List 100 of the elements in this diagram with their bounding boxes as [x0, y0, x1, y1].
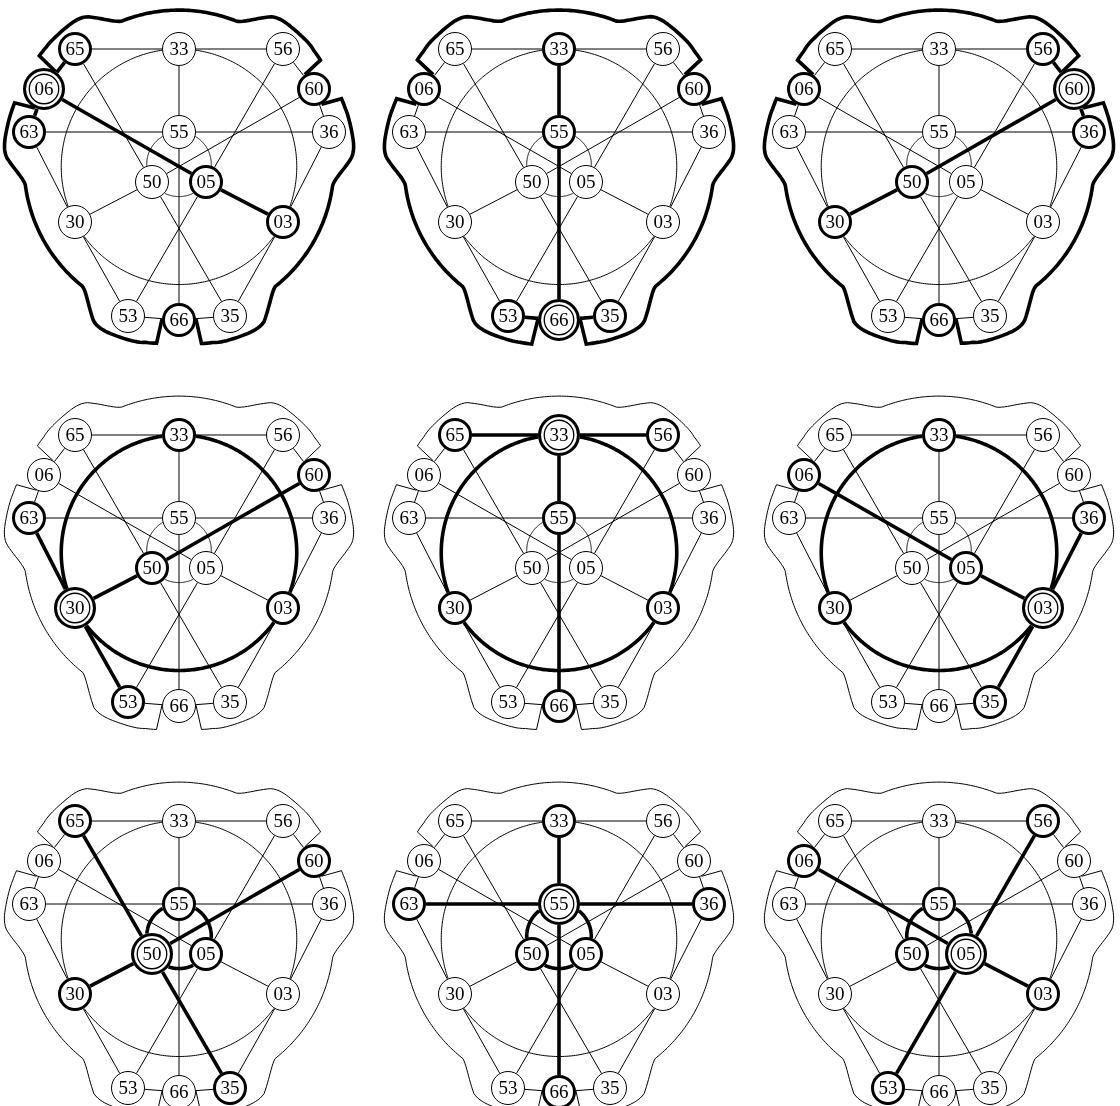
- connector-line: [462, 1008, 501, 1074]
- connector-arc: [762, 96, 924, 346]
- connector-line: [1052, 447, 1065, 463]
- connector-line: [463, 449, 524, 554]
- node-circle: 50: [895, 551, 929, 585]
- connector-arc: [578, 96, 736, 347]
- node-circle: 36: [312, 115, 346, 149]
- connector-arc: [955, 821, 1058, 979]
- connector-line: [540, 968, 602, 1074]
- connector-arc: [59, 434, 163, 590]
- connector-line: [920, 196, 982, 302]
- node-circle: 36: [692, 887, 726, 921]
- connector-arc: [83, 1007, 275, 1057]
- connector-arc: [955, 434, 1059, 590]
- node-circle: 65: [438, 418, 472, 452]
- node-circle: 03: [1026, 977, 1060, 1011]
- connector-arc: [575, 49, 678, 207]
- node-circle: 03: [646, 977, 680, 1011]
- node-circle: 06: [787, 844, 821, 878]
- node-circle: 55: [538, 883, 580, 925]
- connector-line: [195, 48, 267, 50]
- connector-arc: [60, 49, 163, 207]
- connector-line: [58, 868, 192, 947]
- connector-line: [462, 236, 501, 302]
- connector-line: [670, 146, 702, 208]
- connector-line: [82, 236, 121, 302]
- node-circle: 53: [871, 685, 905, 719]
- connector-line: [414, 104, 419, 117]
- node-circle: 60: [677, 72, 711, 106]
- connector-line: [214, 835, 275, 940]
- connector-line: [214, 63, 275, 168]
- node-circle: 06: [787, 458, 821, 492]
- connector-line: [794, 104, 799, 117]
- connector-arc: [544, 578, 574, 584]
- node-circle: 35: [973, 299, 1007, 333]
- connector-line: [974, 449, 1035, 554]
- connector-line: [955, 48, 1027, 50]
- node-circle: 53: [491, 299, 525, 333]
- node-circle: 65: [58, 32, 92, 66]
- connector-line: [83, 63, 144, 168]
- connector-line: [546, 868, 680, 947]
- connector-line: [849, 188, 898, 216]
- node-circle: 55: [542, 501, 576, 535]
- node-circle: 05: [189, 551, 223, 585]
- node-circle: 63: [392, 115, 426, 149]
- node-circle: 05: [949, 165, 983, 199]
- node-circle: 63: [12, 887, 46, 921]
- connector-line: [843, 63, 904, 168]
- connector-line: [178, 837, 180, 888]
- node-circle: 56: [646, 418, 680, 452]
- connector-line: [469, 961, 518, 987]
- node-circle: 33: [162, 418, 196, 452]
- connector-line: [955, 1088, 974, 1092]
- connector-line: [89, 962, 135, 988]
- node-circle: 50: [895, 937, 929, 971]
- connector-arc: [843, 235, 1035, 285]
- node-circle: 03: [1026, 205, 1060, 239]
- connector-line: [45, 131, 163, 133]
- connector-line: [974, 834, 1037, 937]
- node-circle: 03: [266, 977, 300, 1011]
- connector-line: [851, 820, 923, 822]
- node-circle: 66: [922, 303, 956, 337]
- connector-line: [557, 149, 561, 299]
- connector-line: [955, 131, 1073, 133]
- connector-line: [575, 1088, 594, 1092]
- connector-arc: [440, 821, 543, 979]
- connector-line: [557, 535, 561, 689]
- connector-line: [438, 482, 572, 561]
- connector-arc: [575, 484, 735, 730]
- connector-line: [195, 1088, 214, 1092]
- node-circle: 60: [677, 844, 711, 878]
- node-circle: 35: [593, 1071, 627, 1105]
- connector-line: [579, 315, 594, 321]
- node-circle: 36: [312, 887, 346, 921]
- connector-arc: [955, 49, 1058, 207]
- node-circle: 05: [569, 937, 603, 971]
- connector-arc: [36, 8, 323, 76]
- connector-line: [471, 48, 543, 50]
- connector-arc: [463, 1007, 655, 1057]
- connector-line: [849, 575, 898, 601]
- connector-line: [851, 48, 923, 50]
- connector-line: [805, 517, 923, 519]
- connector-line: [165, 481, 301, 562]
- connector-arc: [819, 434, 923, 594]
- connector-arc: [416, 781, 702, 848]
- connector-line: [36, 918, 68, 980]
- connector-arc: [906, 522, 924, 553]
- connector-arc: [440, 49, 543, 207]
- node-circle: 50: [515, 551, 549, 585]
- node-circle: 66: [922, 689, 956, 723]
- connector-line: [1050, 146, 1082, 208]
- node-circle: 65: [58, 804, 92, 838]
- connector-line: [195, 702, 214, 706]
- connector-arc: [146, 136, 164, 167]
- connector-line: [524, 702, 543, 706]
- connector-arc: [843, 1007, 1035, 1057]
- connector-arc: [383, 870, 543, 1106]
- connector-line: [557, 838, 561, 883]
- connector-line: [237, 236, 276, 302]
- node-circle: 03: [266, 591, 300, 625]
